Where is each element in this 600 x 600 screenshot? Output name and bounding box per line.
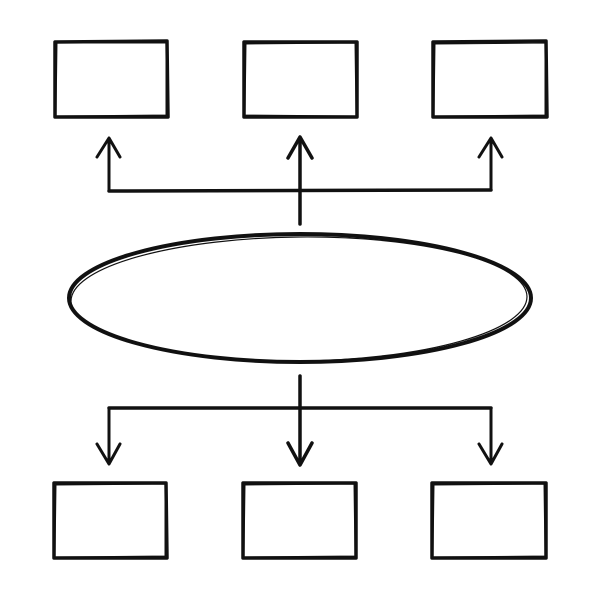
- top-box-right-outline: [431, 39, 549, 119]
- arrow-down-center-icon: [286, 441, 314, 467]
- bottom-box-right-outline: [430, 481, 548, 560]
- top-box-center: [242, 40, 359, 119]
- bottom-box-left: [52, 481, 169, 560]
- center-ellipse-node: [67, 232, 533, 364]
- bottom-connector: [95, 374, 504, 467]
- bottom-box-center: [241, 481, 358, 560]
- top-box-left: [53, 39, 170, 119]
- top-horizontal-line: [107, 188, 493, 193]
- top-box-right: [431, 39, 549, 119]
- bottom-box-right: [430, 481, 548, 560]
- arrow-up-left-icon: [95, 136, 122, 159]
- arrow-up-center-icon: [286, 135, 314, 160]
- top-box-left-outline: [53, 39, 170, 119]
- bottom-box-center-outline: [241, 481, 358, 560]
- top-box-center-outline: [242, 40, 359, 119]
- arrow-down-left-icon: [95, 442, 122, 466]
- center-ellipse-outline: [67, 232, 533, 364]
- arrow-up-right-icon: [477, 136, 504, 159]
- bottom-box-left-outline: [52, 481, 169, 560]
- arrow-down-right-icon: [477, 442, 504, 466]
- top-connector: [95, 135, 504, 226]
